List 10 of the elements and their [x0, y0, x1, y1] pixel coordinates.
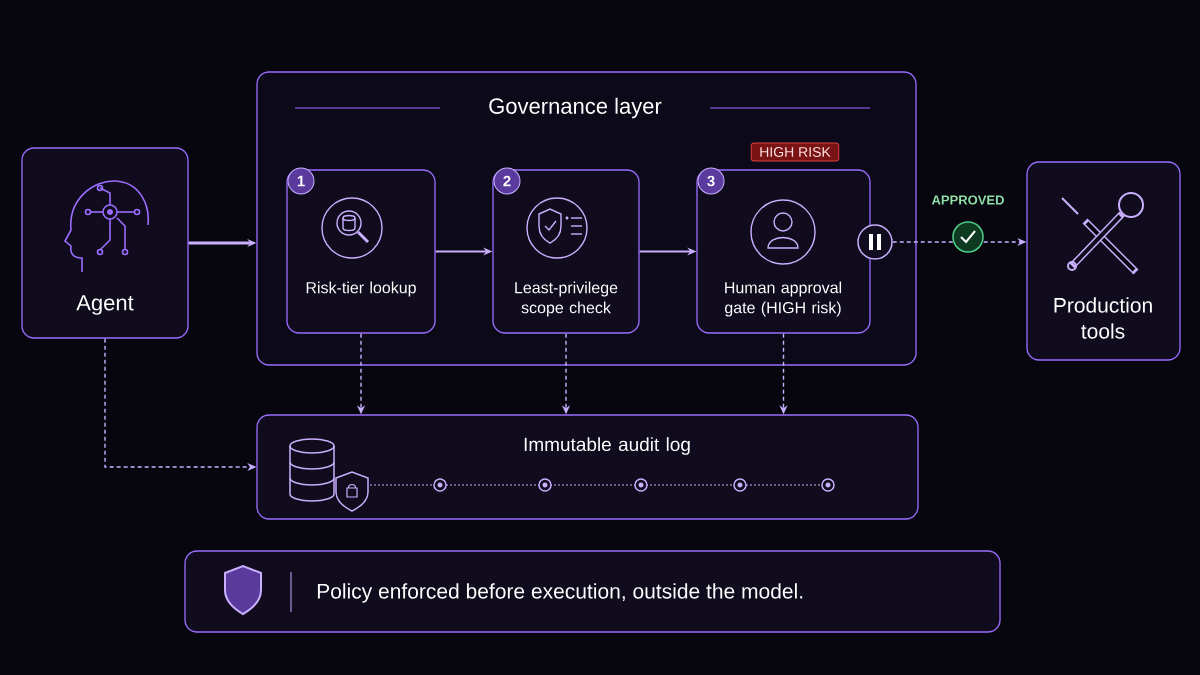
log-box: Immutable audit log: [256, 414, 919, 520]
edge-label: APPROVED: [929, 193, 1007, 207]
step-number: 2: [493, 167, 521, 195]
risk-tag: HIGH RISK: [750, 142, 840, 162]
step-number: 3: [697, 167, 725, 195]
pause-button: [857, 224, 893, 260]
banner-box: Policy enforced before execution, outside the model.: [184, 550, 1001, 633]
tool-box: Production tools: [1026, 161, 1181, 361]
agent-box: Agent: [21, 147, 189, 339]
step-number: 1: [287, 167, 315, 195]
